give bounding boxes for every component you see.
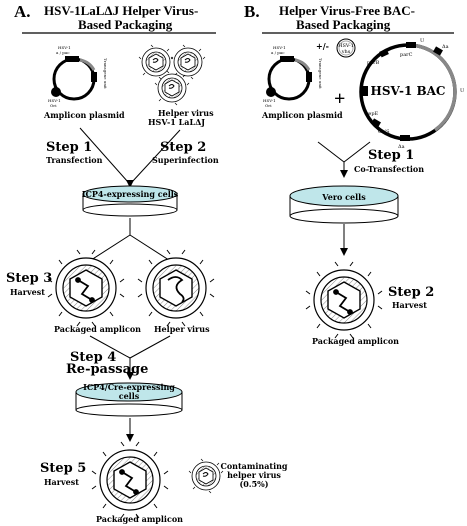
vhs-label-1: HSV-1 <box>338 43 354 49</box>
plasmid-label-hsv-apac-2: a / pac <box>56 50 70 55</box>
bac-mark-delta-a-top: Δa <box>442 44 449 50</box>
plus-minus-label: +/- <box>316 41 329 51</box>
arrow-step1 <box>79 127 129 183</box>
helper-virus-icon-3 <box>154 70 190 106</box>
amplicon-plasmid-right-icon <box>266 56 312 101</box>
plasmid-label-ori-1: HSV-1 <box>48 98 61 103</box>
right-plasmid-label-transgene: Transgene unit <box>318 58 323 89</box>
left-step4-title: Step 4 <box>70 350 116 365</box>
helper-virus-virion-label: Helper virus <box>154 324 210 334</box>
right-plasmid-label-ori-2: Ori <box>265 103 272 108</box>
panel-a-title-line2: Based Packaging <box>78 17 173 32</box>
vero-cells-label: Vero cells <box>321 192 366 202</box>
amplicon-plasmid-left-label: Amplicon plasmid <box>43 110 125 120</box>
left-step3-subtitle: Harvest <box>10 287 45 297</box>
right-packaged-amplicon-dna-icon <box>333 289 353 315</box>
bac-mark-parB: parB <box>367 60 380 66</box>
icp4-cells-dish <box>82 185 178 217</box>
helper-virus-icon-2 <box>170 44 206 80</box>
arrow-split-left <box>87 234 131 263</box>
contaminating-helper-virus-icon <box>188 458 224 494</box>
panel-a-letter: A. <box>14 2 31 21</box>
contaminating-label-2: helper virus <box>227 470 281 480</box>
final-packaged-amplicon-label: Packaged amplicon <box>96 514 183 524</box>
plasmid-label-transgene: Transgene unit <box>103 58 108 89</box>
arrow-step2 <box>131 129 181 183</box>
icp4-cre-cells-label-2: cells <box>119 391 140 401</box>
right-step2-subtitle: Harvest <box>392 300 427 310</box>
packaged-amplicon-dna-icon <box>75 277 95 303</box>
final-packaged-amplicon-dna-icon <box>119 469 139 495</box>
bac-mark-oris: OriS <box>378 129 390 135</box>
right-step1-subtitle: Co-Transfection <box>354 164 424 174</box>
bac-mark-parC: parC <box>400 52 413 58</box>
right-step2-title: Step 2 <box>388 285 434 300</box>
plasmid-label-ori-2: Ori <box>50 103 57 108</box>
bac-mark-delta-a-bottom: Δa <box>398 144 405 150</box>
panel-a-title-line1: HSV-1LaLΔJ Helper Virus- <box>44 3 198 18</box>
bac-mark-ul-right: U <box>460 88 464 94</box>
arrow-cotrans-right <box>343 141 371 163</box>
left-step5-subtitle: Harvest <box>44 477 79 487</box>
right-plasmid-label-hsv-apac-2: a / pac <box>271 50 285 55</box>
amplicon-plasmid-left-icon <box>51 56 97 101</box>
plus-sign: + <box>334 88 345 110</box>
arrow-split-right <box>129 234 173 263</box>
packaged-amplicon-label: Packaged amplicon <box>54 324 141 334</box>
panel-b-letter: B. <box>244 2 260 21</box>
right-packaged-amplicon-label: Packaged amplicon <box>312 336 399 346</box>
vhs-plasmid-icon <box>336 38 356 58</box>
left-step1-title: Step 1 <box>46 140 92 155</box>
arrow-step4-right <box>129 335 171 359</box>
right-plasmid-label-ori-1: HSV-1 <box>263 98 276 103</box>
icp4-cre-cells-dish <box>75 382 183 417</box>
bac-label: HSV-1 BAC <box>371 84 446 98</box>
plasmid-label-hsv-apac-1: HSV-1 <box>58 45 71 50</box>
helper-virus-icon-1 <box>138 44 174 80</box>
helper-virus-label-2: HSV-1 LaLΔJ <box>148 117 205 127</box>
left-step3-title: Step 3 <box>6 271 52 286</box>
amplicon-plasmid-right-label: Amplicon plasmid <box>261 110 343 120</box>
panel-b-title-line2: Based Packaging <box>296 17 391 32</box>
arrow-step4-left <box>89 335 131 359</box>
vero-cells-dish <box>289 185 399 224</box>
contaminating-label-1: Contaminating <box>220 461 287 471</box>
arrow-cotrans-left <box>317 141 345 163</box>
icp4-cells-label: ICP4-expressing cells <box>82 189 179 199</box>
bac-mark-repE: repE <box>366 111 379 117</box>
left-step2-subtitle: Superinfection <box>152 155 219 165</box>
icp4-cre-cells-label-1: ICP4/Cre-expressing <box>83 382 175 392</box>
left-step4-subtitle: Re-passage <box>66 362 148 377</box>
vhs-label-2: vhs <box>341 49 351 55</box>
left-step2-title: Step 2 <box>160 140 206 155</box>
left-step5-title: Step 5 <box>40 461 86 476</box>
bac-mark-ul-top: U <box>420 38 424 44</box>
panel-b-title-line1: Helper Virus-Free BAC- <box>279 3 415 18</box>
helper-virus-dna-icon <box>167 276 185 303</box>
helper-virus-label-1: Helper virus <box>158 108 214 118</box>
left-step1-subtitle: Transfection <box>46 155 103 165</box>
contaminating-label-3: (0.5%) <box>239 479 268 489</box>
right-plasmid-label-hsv-apac-1: HSV-1 <box>273 45 286 50</box>
hsv1-bac-icon <box>359 42 457 141</box>
right-step1-title: Step 1 <box>368 148 414 163</box>
